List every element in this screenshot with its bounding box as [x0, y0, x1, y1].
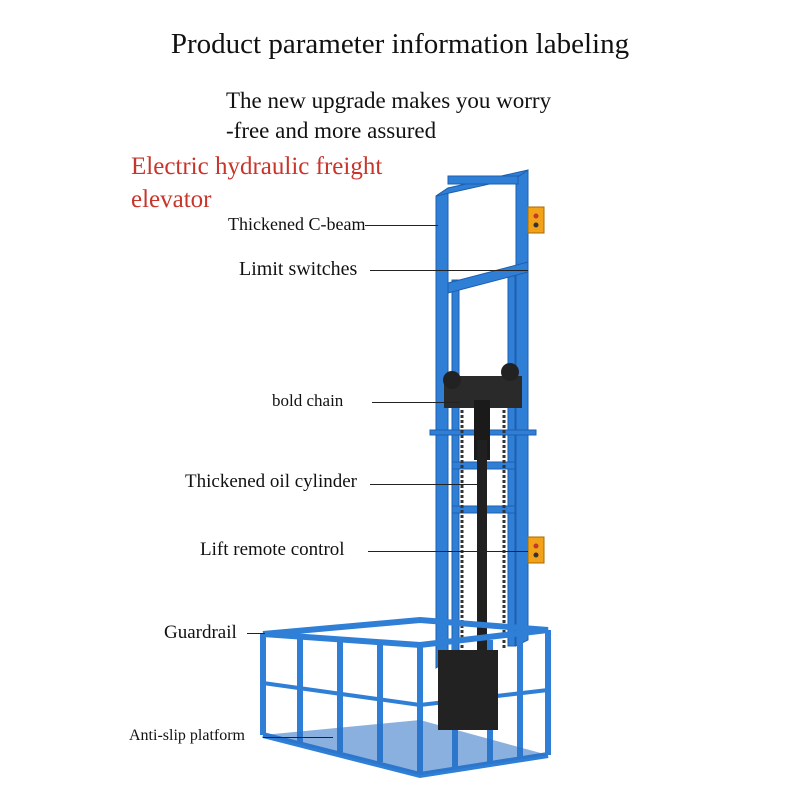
mast-frame — [429, 169, 537, 669]
chain — [460, 390, 506, 660]
control-box-remote — [527, 536, 545, 564]
leader-line-limit-switches — [370, 270, 528, 271]
control-box-top — [527, 206, 545, 234]
label-limit-switches: Limit switches — [239, 258, 358, 280]
leader-line-remote-control — [368, 551, 528, 552]
leader-line-c-beam — [365, 225, 438, 226]
leader-line-bold-chain — [372, 402, 460, 403]
anti-slip-floor — [263, 720, 548, 775]
product-name-line-1: Electric hydraulic freight — [131, 153, 383, 180]
subtitle-line-1: The new upgrade makes you worry — [226, 88, 552, 113]
leader-line-oil-cylinder — [370, 484, 477, 485]
product-name-line-2: elevator — [131, 186, 212, 213]
label-oil-cylinder: Thickened oil cylinder — [185, 471, 357, 492]
subtitle-line-2: -free and more assured — [226, 118, 437, 143]
oil-cylinder — [474, 400, 490, 670]
page-title: Product parameter information labeling — [170, 28, 630, 60]
label-anti-slip-platform: Anti-slip platform — [129, 727, 245, 744]
leader-line-guardrail — [247, 633, 265, 634]
label-c-beam: Thickened C-beam — [228, 214, 366, 234]
label-remote-control: Lift remote control — [200, 539, 345, 560]
leader-line-platform — [263, 737, 333, 738]
label-guardrail: Guardrail — [164, 622, 237, 643]
label-bold-chain: bold chain — [272, 391, 344, 410]
carriage-plate — [438, 650, 498, 730]
